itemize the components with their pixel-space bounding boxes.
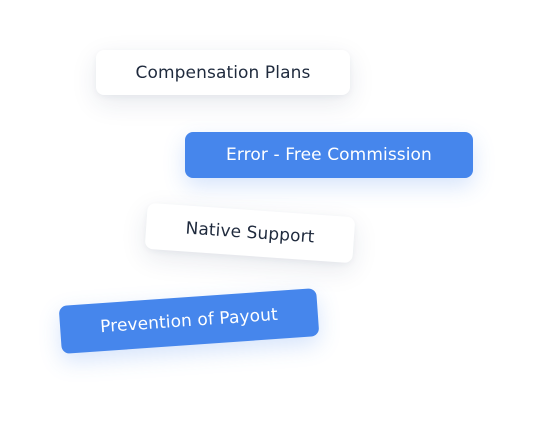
tag-error-free-commission: Error - Free Commission: [185, 132, 473, 178]
tag-label: Error - Free Commission: [226, 145, 432, 165]
tag-label: Prevention of Payout: [99, 304, 279, 338]
tag-prevention-of-payout: Prevention of Payout: [58, 288, 320, 354]
tag-label: Compensation Plans: [135, 62, 311, 83]
tag-native-support: Native Support: [144, 202, 356, 264]
tag-label: Native Support: [184, 218, 316, 248]
tag-compensation-plans: Compensation Plans: [96, 50, 350, 95]
